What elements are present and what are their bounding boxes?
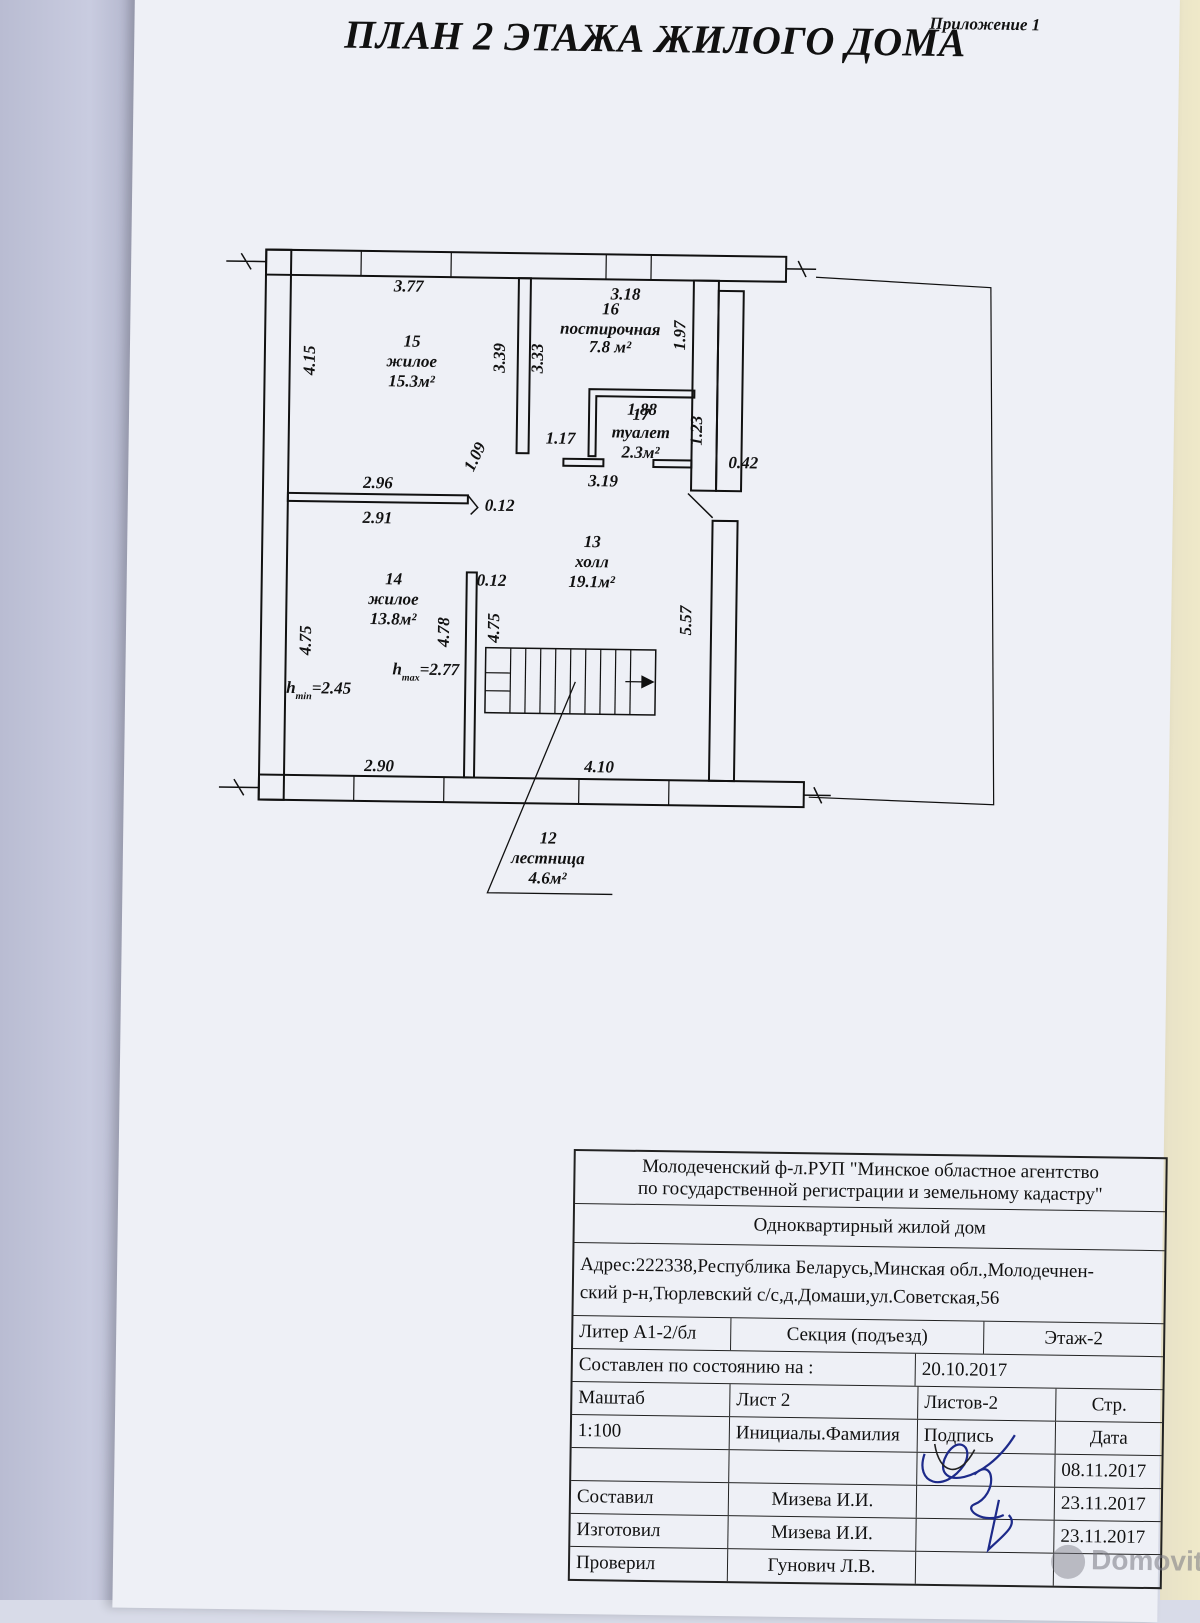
wall-16-right: [691, 281, 719, 491]
dim-label: 4.75: [296, 625, 315, 657]
room-14-name: жилое: [367, 589, 419, 609]
composed-label: Составил: [571, 1481, 729, 1515]
wall-14-13: [464, 572, 477, 777]
room-15-area: 15.3м²: [388, 371, 436, 391]
initials-label: Инициалы.Фамилия: [730, 1417, 918, 1452]
litera: Литер А1-2/бл: [573, 1316, 731, 1350]
wall-14-15: [288, 493, 468, 504]
scale-label: Маштаб: [572, 1382, 730, 1416]
room-16-area: 7.8 м²: [589, 337, 632, 357]
date-2: 23.11.2017: [1055, 1488, 1161, 1521]
dim-label: 0.12: [477, 571, 508, 590]
dim-label: 3.18: [610, 284, 642, 303]
dim-label: 5.57: [676, 604, 695, 636]
sheet: Лист 2: [730, 1384, 918, 1419]
dim-label: 1.88: [627, 400, 658, 419]
state-label: Составлен по состоянию на :: [573, 1349, 916, 1386]
room-12-area: 4.6м²: [527, 868, 567, 888]
room-13-name: холл: [574, 552, 609, 571]
left-wall: [259, 250, 292, 800]
room-16-name: постирочная: [560, 319, 661, 339]
state-date: 20.10.2017: [916, 1354, 1163, 1389]
address: Адрес:222338,Республика Беларусь,Минская…: [573, 1243, 1164, 1324]
checked-name: Гунович Л.В.: [728, 1549, 916, 1584]
min-height-label: hmin=2.45: [286, 678, 352, 703]
floor-plan: 15 жилое 15.3м² 16 постирочная 7.8 м² 17…: [217, 239, 1016, 910]
section: Секция (подъезд): [731, 1318, 984, 1354]
dim-label: 1.09: [460, 439, 490, 475]
room-14-number: 14: [385, 569, 402, 588]
wall-right-lower: [709, 521, 738, 781]
watermark: Domovita: [1051, 1544, 1200, 1581]
room-17-name: туалет: [612, 422, 670, 442]
made-name: Мизева И.И.: [728, 1516, 916, 1551]
dim-label: 3.77: [393, 276, 426, 295]
room-12-number: 12: [540, 828, 558, 847]
window-top-1: [361, 251, 451, 277]
room-14-area: 13.8м²: [370, 609, 418, 629]
page-title: ПЛАН 2 ЭТАЖА ЖИЛОГО ДОМА: [344, 11, 985, 67]
floor: Этаж-2: [984, 1322, 1163, 1356]
dim-label: 4.15: [300, 345, 319, 377]
agency-name: Молодеченский ф-л.РУП "Минское областное…: [575, 1151, 1166, 1212]
dim-label: 2.91: [361, 508, 392, 527]
room-12-name: лестница: [510, 848, 585, 868]
dim-label: 3.19: [587, 471, 619, 490]
dim-label: 3.33: [528, 343, 547, 375]
composed-name: Мизева И.И.: [729, 1483, 917, 1518]
dim-label: 2.96: [362, 473, 394, 492]
domovita-logo-icon: [1051, 1544, 1085, 1578]
scale-value: 1:100: [572, 1415, 730, 1449]
window-bottom-2: [579, 779, 669, 805]
window-top-2: [606, 254, 651, 280]
dim-label: 0.42: [728, 453, 759, 472]
room-13-number: 13: [584, 532, 602, 551]
dim-label: 1.97: [670, 319, 689, 351]
dim-label: 1.17: [546, 428, 578, 447]
dim-label: 4.78: [434, 617, 453, 649]
checked-label: Проверил: [570, 1547, 728, 1581]
title-block: Молодеченский ф-л.РУП "Минское областное…: [568, 1149, 1168, 1589]
dim-label: 4.75: [484, 612, 503, 644]
dim-label: 4.10: [583, 757, 615, 776]
appendix-label: Приложение 1: [929, 14, 1040, 36]
date-1: 08.11.2017: [1055, 1455, 1161, 1488]
dim-label: 0.12: [485, 496, 516, 515]
handwritten-signature: [903, 1414, 1055, 1556]
room-15-number: 15: [403, 331, 421, 350]
max-height-label: hmax=2.77: [392, 659, 461, 684]
dimension-labels: 3.77 3.18 4.15 3.39 3.33 1.97 1.88 1.23 …: [294, 275, 761, 780]
bottom-wall: [259, 775, 804, 808]
room-13-area: 19.1м²: [568, 572, 616, 592]
dim-label: 2.90: [363, 756, 395, 775]
room-17-area: 2.3м²: [620, 443, 660, 463]
date-label: Дата: [1056, 1422, 1162, 1455]
dim-label: 1.23: [687, 415, 706, 446]
room-15-name: жилое: [385, 351, 437, 371]
top-wall: [266, 250, 786, 282]
dim-label: 3.39: [490, 342, 509, 374]
made-label: Изготовил: [570, 1514, 728, 1548]
window-bottom-1: [354, 776, 444, 802]
page-label: Стр.: [1056, 1389, 1162, 1422]
document-page: ПЛАН 2 ЭТАЖА ЖИЛОГО ДОМА Приложение 1: [112, 0, 1180, 1622]
